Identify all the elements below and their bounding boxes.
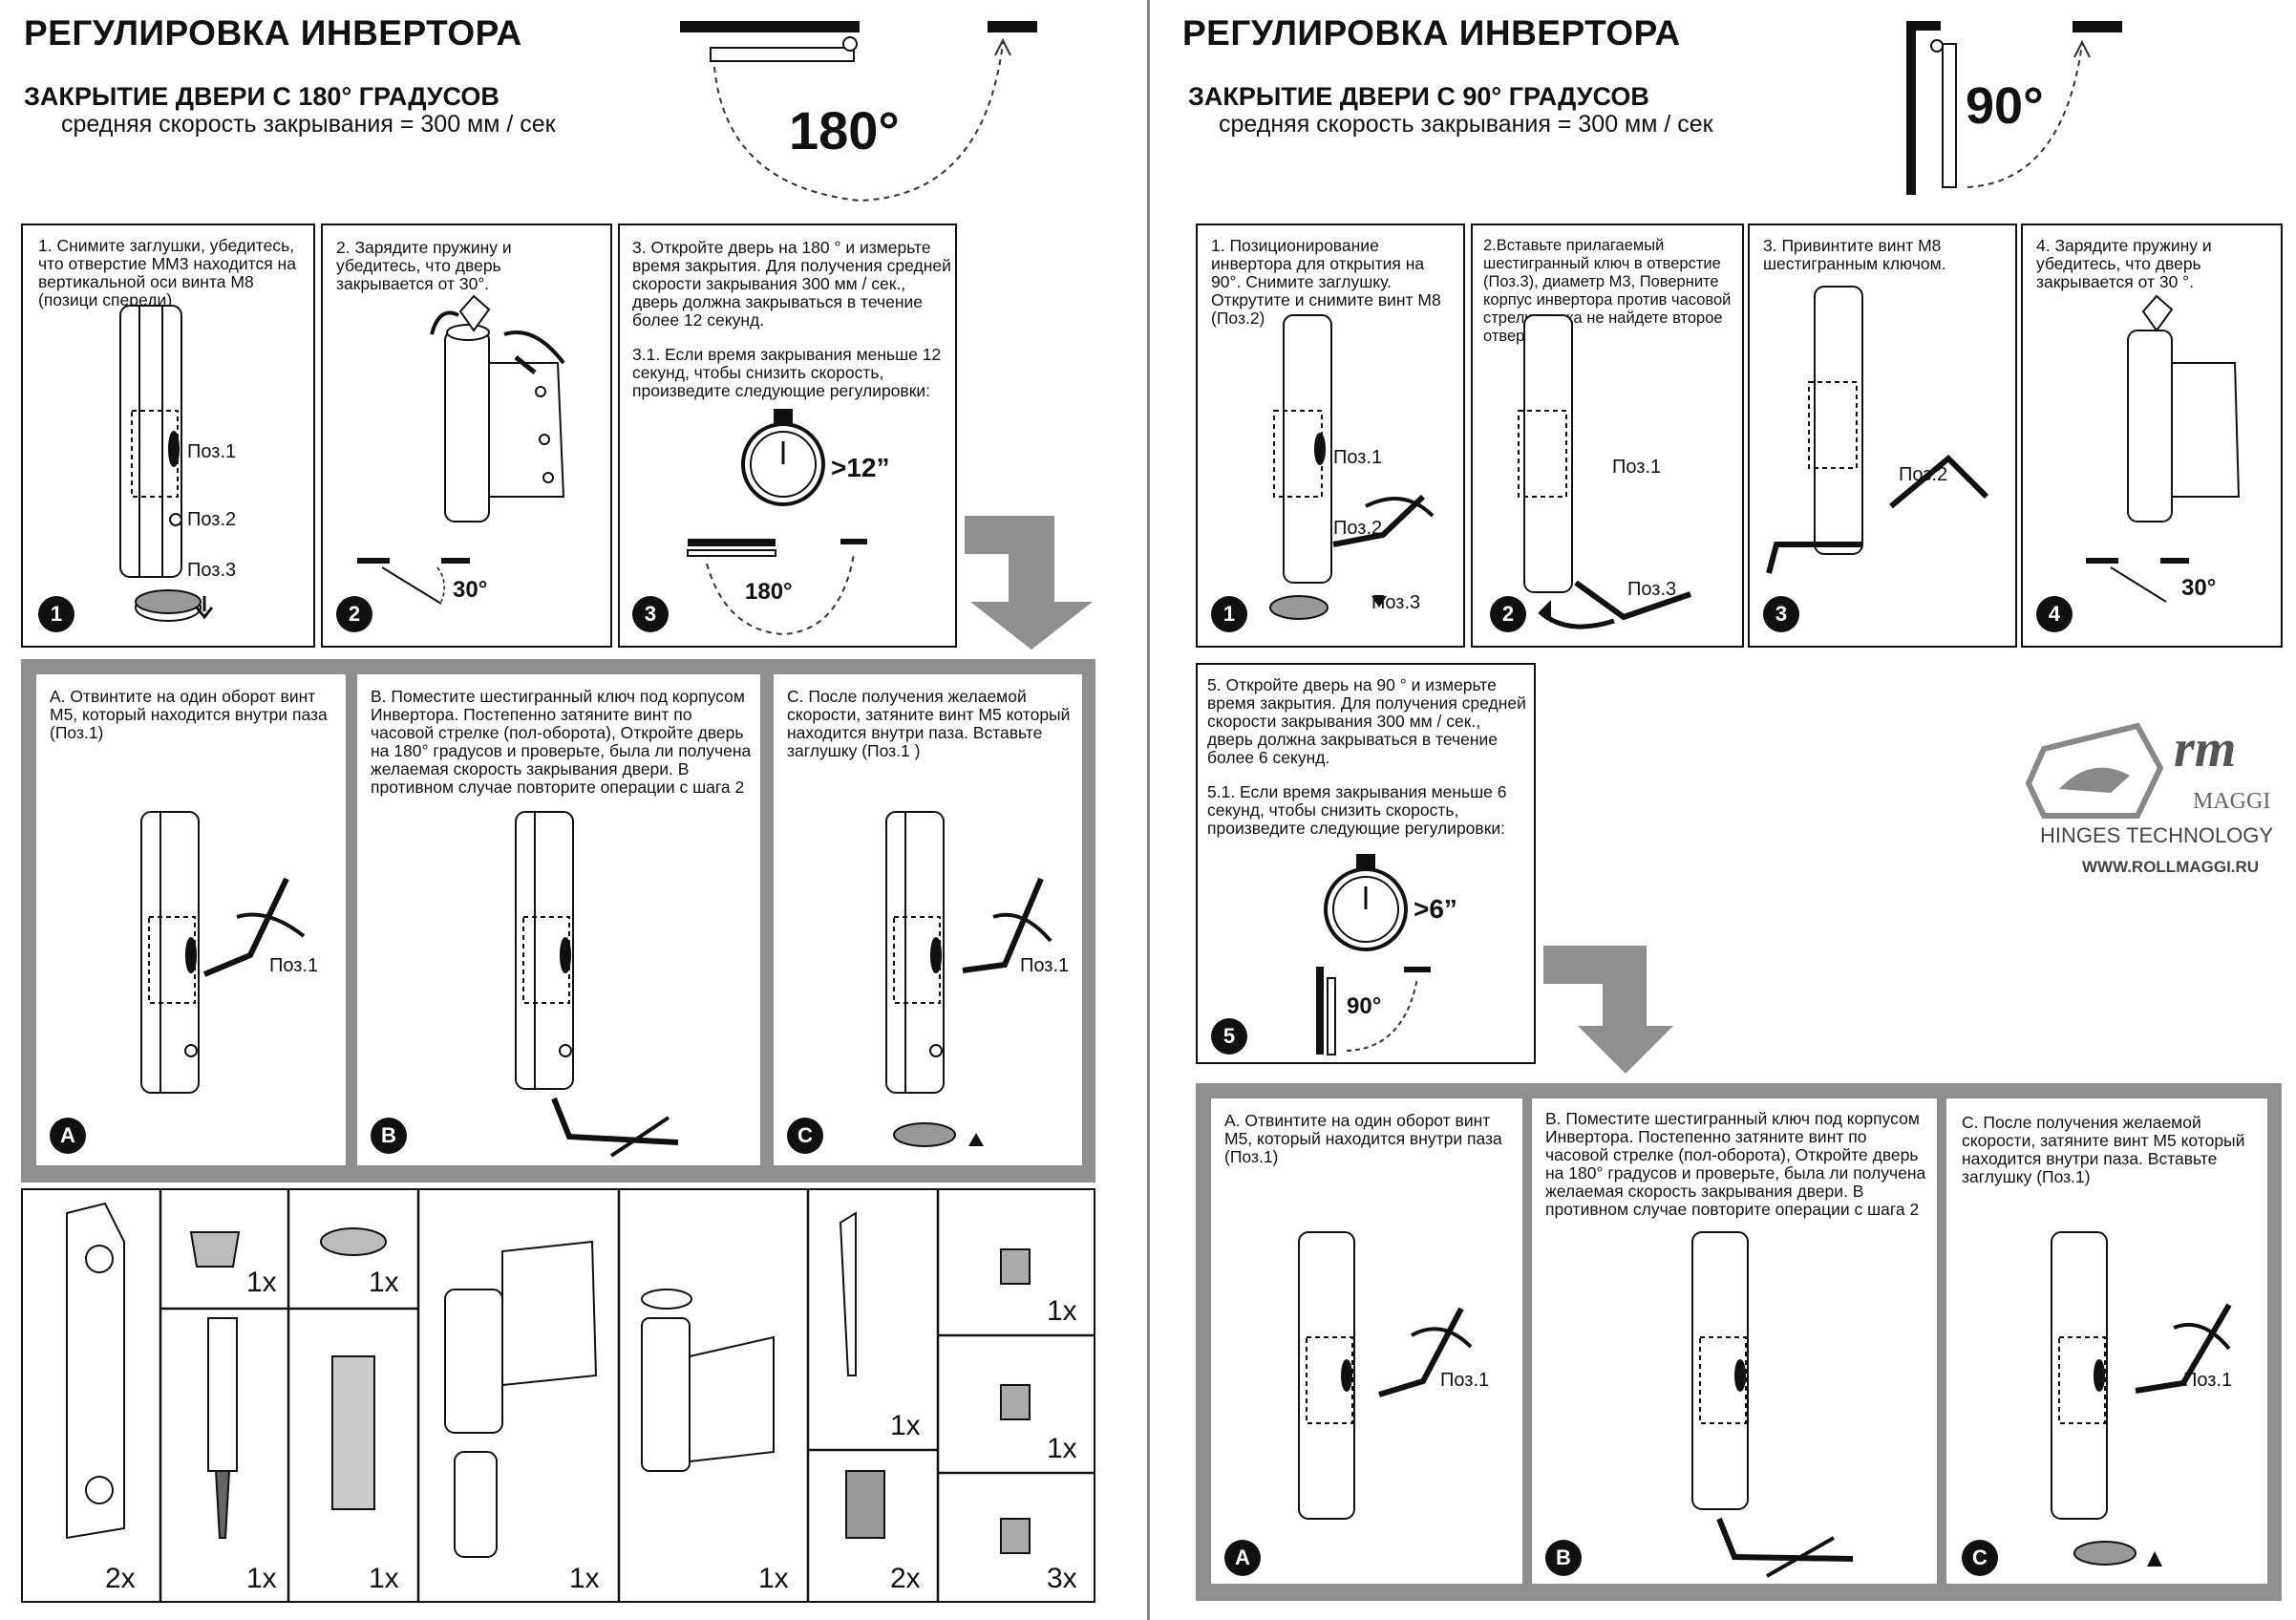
right-subtitle: ЗАКРЫТИЕ ДВЕРИ С 90° ГРАДУСОВ	[1188, 82, 1649, 111]
left-step-2-angle: 30°	[453, 577, 488, 603]
left-adjust-C-text: C. После получения желаемой скорости, за…	[787, 687, 1071, 760]
left-step-2-number: 2	[336, 596, 372, 632]
part-count-12: 3x	[1047, 1563, 1077, 1594]
part-count-4: 1x	[246, 1563, 277, 1594]
right-adjust-C-number: C	[1962, 1540, 1998, 1576]
right-adjust-A	[1211, 1098, 1522, 1584]
right-step-5-number: 5	[1211, 1018, 1247, 1055]
right-step-1-number: 1	[1211, 596, 1247, 632]
left-adjust-B-number: B	[371, 1118, 407, 1154]
logo-mark: rm	[2174, 719, 2237, 778]
left-speed: средняя скорость закрывания = 300 мм / с…	[61, 111, 556, 138]
right-step-1-pos2: Поз.2	[1333, 518, 1383, 539]
right-adjust-C-label: Поз.1	[2183, 1370, 2233, 1391]
left-subtitle: ЗАКРЫТИЕ ДВЕРИ С 180° ГРАДУСОВ	[24, 82, 500, 111]
part-count-6: 1x	[569, 1563, 600, 1594]
right-adjust-A-text: A. Отвинтите на один оборот винт М5, кот…	[1224, 1111, 1502, 1166]
logo-tagline: HINGES TECHNOLOGY	[2040, 823, 2274, 847]
right-step-2	[1471, 224, 1744, 648]
right-step-5-text: 5. Откройте дверь на 90 ° и измерьте вре…	[1207, 675, 1526, 767]
right-adjust-B-text: B. Поместите шестигранный ключ под корпу…	[1545, 1109, 1926, 1219]
part-count-1: 1x	[246, 1267, 277, 1298]
left-adjust-A-text: A. Отвинтите на один оборот винт М5, кот…	[50, 687, 328, 742]
part-count-2: 1x	[369, 1267, 399, 1298]
left-angle-big: 180°	[789, 100, 900, 160]
right-step-5-angle: 90°	[1347, 993, 1382, 1019]
left-adjust-C-label: Поз.1	[1020, 955, 1070, 976]
left-adjust-A-number: A	[50, 1118, 86, 1154]
right-angle-big: 90°	[1966, 77, 2044, 135]
left-title: РЕГУЛИРОВКА ИНВЕРТОРА	[24, 13, 522, 53]
right-step-1-pos1: Поз.1	[1333, 447, 1383, 468]
part-count-7: 1x	[758, 1563, 789, 1594]
right-speed: средняя скорость закрывания = 300 мм / с…	[1219, 111, 1713, 138]
left-step-3-angle: 180°	[745, 579, 793, 605]
left-step-1-pos1: Поз.1	[187, 441, 237, 462]
right-step-2-pos3: Поз.3	[1627, 579, 1677, 600]
left-adjust-C-number: C	[787, 1118, 823, 1154]
left-step-3-text2: 3.1. Если время закрывания меньше 12 сек…	[632, 345, 942, 400]
right-step-2-pos1: Поз.1	[1612, 457, 1662, 478]
right-title: РЕГУЛИРОВКА ИНВЕРТОРА	[1182, 13, 1681, 53]
left-step-3-time: >12”	[831, 453, 890, 482]
left-step-3-number: 3	[632, 596, 669, 632]
right-step-2-number: 2	[1490, 596, 1526, 632]
right-step-5-time: >6”	[1414, 894, 1457, 924]
part-count-5: 1x	[369, 1563, 399, 1594]
right-step-5-text2: 5.1. Если время закрывания меньше 6 секу…	[1207, 782, 1507, 838]
left-step-1-pos2: Поз.2	[187, 509, 237, 530]
part-count-3: 2x	[105, 1563, 136, 1594]
right-step-2-text: 2.Вставьте прилагаемый шестигранный ключ…	[1483, 237, 1732, 345]
part-count-8: 1x	[890, 1410, 921, 1441]
part-count-10: 1x	[1047, 1433, 1077, 1464]
right-adjust-B-number: B	[1545, 1540, 1582, 1576]
left-step-1-number: 1	[38, 596, 74, 632]
part-count-11: 2x	[890, 1563, 921, 1594]
right-step-3-number: 3	[1763, 596, 1799, 632]
logo-brand: MAGGI	[2193, 789, 2271, 814]
left-step-2-text: 2. Зарядите пружину и убедитесь, что две…	[336, 238, 512, 293]
right-adjust-C-text: C. После получения желаемой скорости, за…	[1962, 1113, 2245, 1186]
left-adjust-B-text: B. Поместите шестигранный ключ под корпу…	[371, 687, 752, 797]
left-step-3-text: 3. Откройте дверь на 180 ° и измерьте вр…	[632, 238, 951, 330]
left-step-1-pos3: Поз.3	[187, 560, 237, 581]
right-step-1-text: 1. Позиционирование инвертора для открыт…	[1211, 236, 1441, 328]
right-adjust-A-number: A	[1224, 1540, 1261, 1576]
left-step-1-text: 1. Снимите заглушки, убедитесь, что отве…	[38, 236, 296, 309]
right-step-4-number: 4	[2036, 596, 2073, 632]
part-count-9: 1x	[1047, 1295, 1077, 1327]
right-step-4-angle: 30°	[2181, 575, 2217, 601]
right-step-3-text: 3. Привинтите винт М8 шестигранным ключо…	[1763, 236, 1946, 273]
logo-url: WWW.ROLLMAGGI.RU	[2082, 858, 2260, 876]
page-divider	[1147, 0, 1150, 1620]
right-adjust-A-label: Поз.1	[1440, 1370, 1490, 1391]
left-adjust-A-label: Поз.1	[269, 955, 319, 976]
right-step-4-text: 4. Зарядите пружину и убедитесь, что две…	[2036, 236, 2212, 291]
right-step-3	[1748, 224, 2017, 648]
